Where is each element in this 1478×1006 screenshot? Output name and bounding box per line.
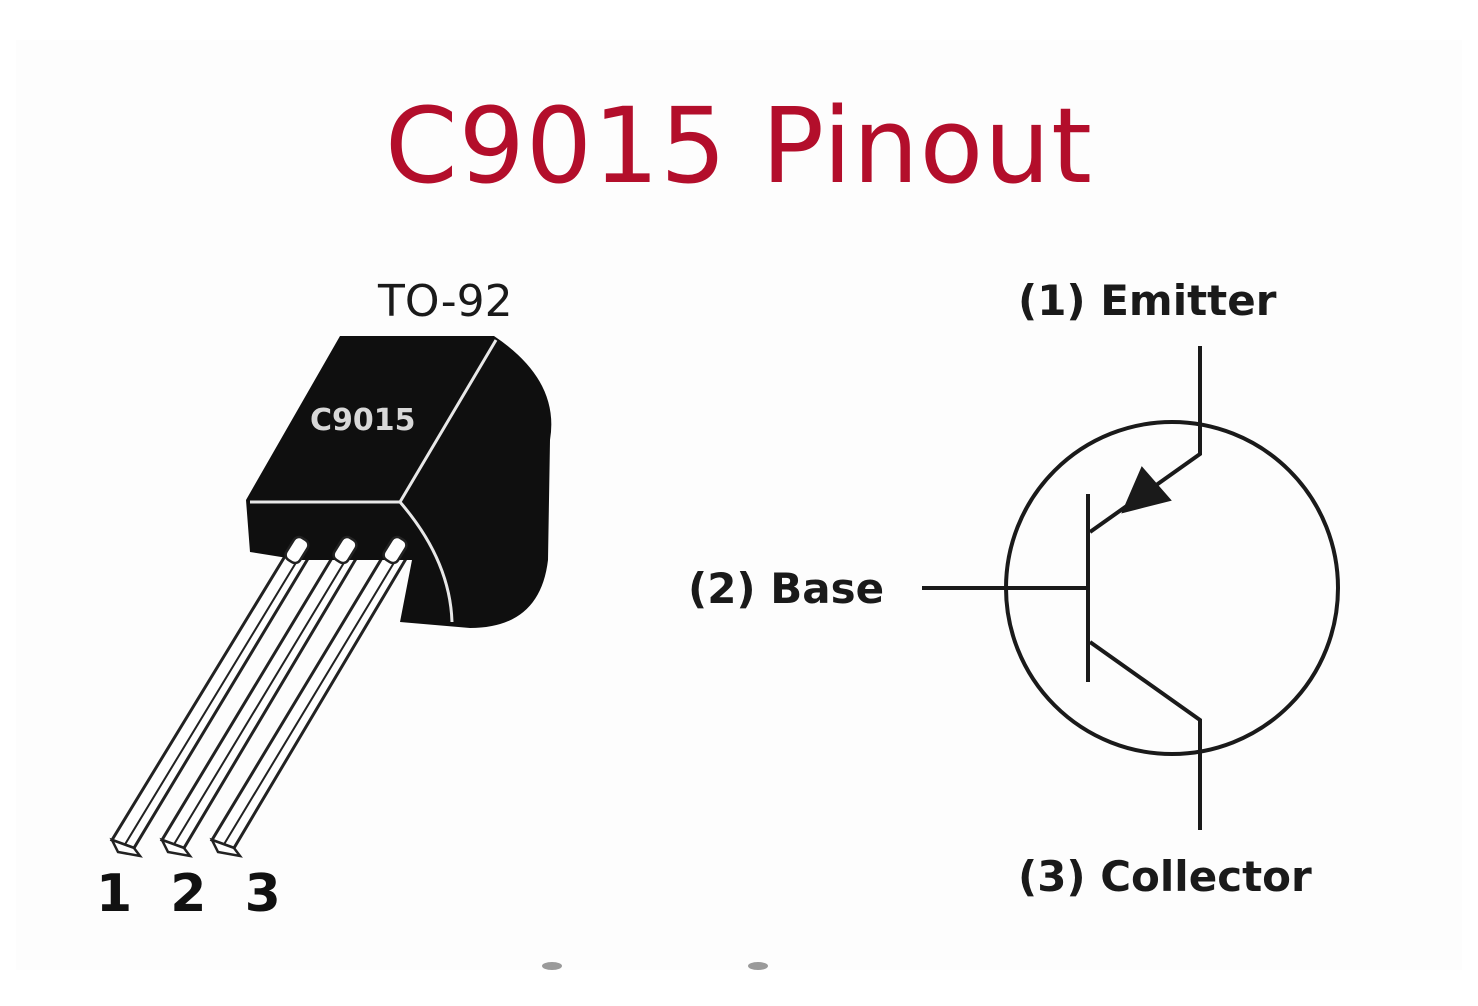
package-type-label: TO-92 xyxy=(378,276,513,327)
package-body xyxy=(246,336,552,628)
emitter-arrow xyxy=(1121,466,1172,514)
pnp-transistor-symbol xyxy=(922,346,1340,830)
pin-numbers: 1 2 3 xyxy=(96,864,291,924)
page-title: C9015 Pinout xyxy=(385,85,1093,207)
emitter-label: (1) Emitter xyxy=(1018,276,1277,325)
base-label: (2) Base xyxy=(688,564,885,613)
lead-1 xyxy=(109,546,315,858)
to92-package-drawing: C9015 xyxy=(109,336,552,858)
collector-label: (3) Collector xyxy=(1018,852,1312,901)
collector-lead xyxy=(1088,640,1202,830)
artifact-mark xyxy=(542,962,562,970)
artifact-mark xyxy=(748,962,768,970)
package-marking: C9015 xyxy=(310,403,416,438)
